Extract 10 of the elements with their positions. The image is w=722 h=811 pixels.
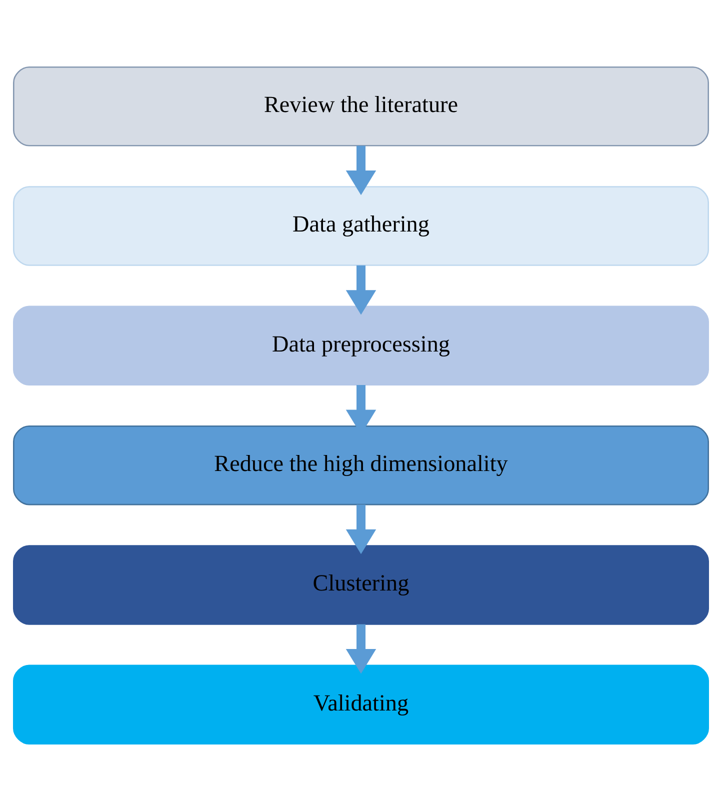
node-box: Validating (13, 664, 709, 744)
node-box: Reduce the high dimensionality (13, 425, 709, 506)
node-box: Data preprocessing (13, 306, 709, 386)
arrow (346, 504, 376, 554)
node-box: Clustering (13, 545, 709, 625)
arrow (346, 265, 376, 315)
node-box: Data gathering (13, 186, 709, 266)
arrow (346, 624, 376, 674)
arrow (346, 146, 376, 196)
node-box: Review the literature (13, 66, 709, 146)
